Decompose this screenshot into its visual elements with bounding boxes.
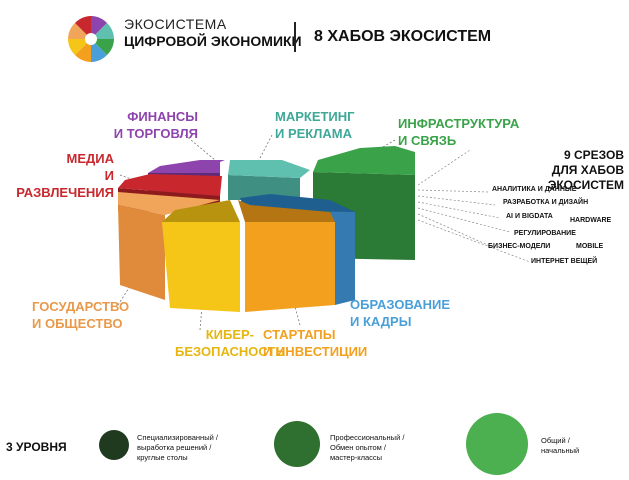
slice-cyber-top <box>162 200 240 222</box>
slice-infrastructure-top <box>313 146 415 175</box>
levels-title: 3 УРОВНЯ <box>6 440 67 454</box>
slice-item-business-models: БИЗНЕС-МОДЕЛИ <box>488 243 551 250</box>
slice-item-regulation: РЕГУЛИРОВАНИЕ <box>514 230 576 237</box>
slice-item-development: РАЗРАБОТКА И ДИЗАЙН <box>503 199 589 206</box>
header-divider <box>294 22 296 52</box>
slice-item-mobile: MOBILE <box>576 243 604 250</box>
brand-line2: ЦИФРОВОЙ ЭКОНОМИКИ <box>124 33 302 49</box>
slice-item-ai-bigdata: AI И BIGDATA <box>506 213 553 220</box>
level-text-specialized: Специализированный /выработка решений /к… <box>137 433 218 462</box>
logo-pinwheel-icon <box>68 16 114 62</box>
slice-marketing-side <box>228 175 300 200</box>
slice-cyber-side <box>162 222 240 312</box>
slice-education-side <box>330 208 355 305</box>
slice-startups-top <box>238 200 335 222</box>
hub-label-cyber: КИБЕР-БЕЗОПАСНОСТЬ <box>175 327 285 359</box>
slice-government-side <box>118 205 165 300</box>
slices-title: 9 СРЕЗОВ ДЛЯ ХАБОВ ЭКОСИСТЕМ <box>547 148 624 192</box>
slice-item-analytics: АНАЛИТИКА И ДАННЫЕ <box>492 186 577 193</box>
slice-finance-top <box>148 160 225 173</box>
level-circle-professional <box>274 421 320 467</box>
slice-marketing-top <box>228 160 310 178</box>
brand-line1: ЭКОСИСТЕМА <box>124 16 227 32</box>
slice-startups-side <box>245 222 335 312</box>
level-circle-general <box>466 413 528 475</box>
page-headline: 8 ХАБОВ ЭКОСИСТЕМ <box>314 28 492 45</box>
level-text-general: Общий /начальный <box>541 436 580 455</box>
slice-media-top <box>118 174 222 196</box>
slice-item-hardware: HARDWARE <box>570 217 612 224</box>
level-text-professional: Профессиональный /Обмен опытом /мастер-к… <box>330 433 405 462</box>
level-circle-specialized <box>99 430 129 460</box>
slice-item-iot: ИНТЕРНЕТ ВЕЩЕЙ <box>531 258 598 265</box>
slice-government-top <box>118 192 220 215</box>
